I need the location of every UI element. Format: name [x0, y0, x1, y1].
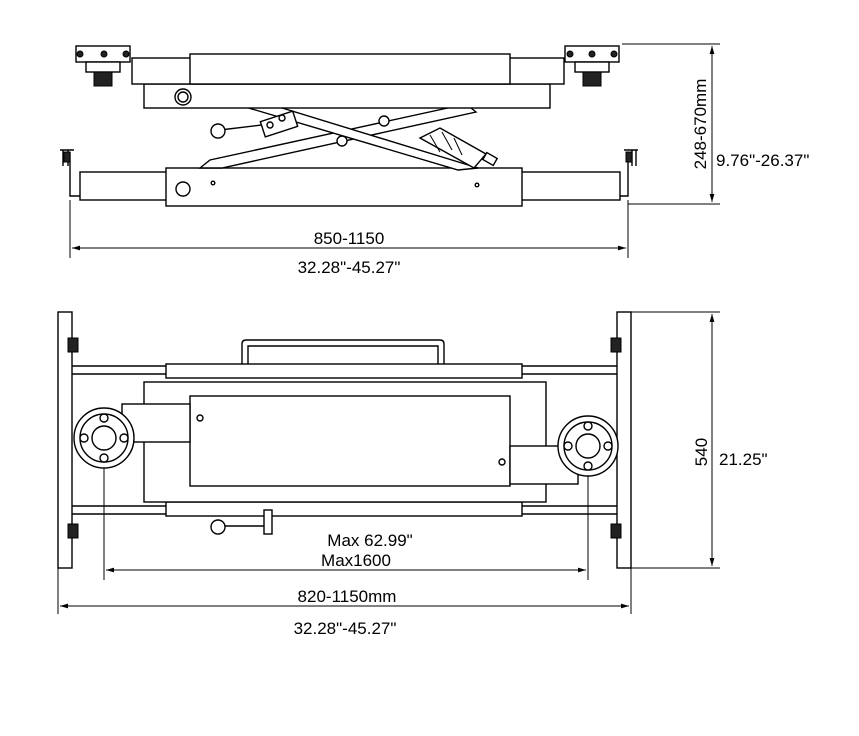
side-height-mm-label: 248-670mm	[691, 79, 710, 170]
top-width-in-label: 21.25"	[719, 450, 768, 469]
side-view: 850-1150 32.28"-45.27" 248-670mm 9.76"-2…	[60, 43, 809, 277]
pad-span-mm-label: Max1600	[321, 551, 391, 570]
lift-platform	[75, 45, 620, 109]
side-length-in-label: 32.28"-45.27"	[298, 258, 401, 277]
top-length-mm-label: 820-1150mm	[298, 587, 397, 606]
right-lifting-pad	[557, 415, 619, 477]
pad-span-in-label: Max 62.99"	[327, 531, 412, 550]
base-frame	[60, 149, 638, 207]
top-view-dimensions	[57, 311, 720, 614]
carriage	[121, 339, 579, 535]
side-height-in-label: 9.76"-26.37"	[716, 151, 809, 170]
scissor-mechanism	[198, 99, 499, 171]
top-view: Max 62.99" Max1600 820-1150mm 32.28"-45.…	[57, 311, 768, 638]
top-length-in-label: 32.28"-45.27"	[294, 619, 397, 638]
top-width-mm-label: 540	[692, 438, 711, 466]
side-length-mm-label: 850-1150	[314, 229, 385, 248]
side-view-dimensions	[69, 43, 720, 258]
left-lifting-pad	[73, 407, 135, 469]
